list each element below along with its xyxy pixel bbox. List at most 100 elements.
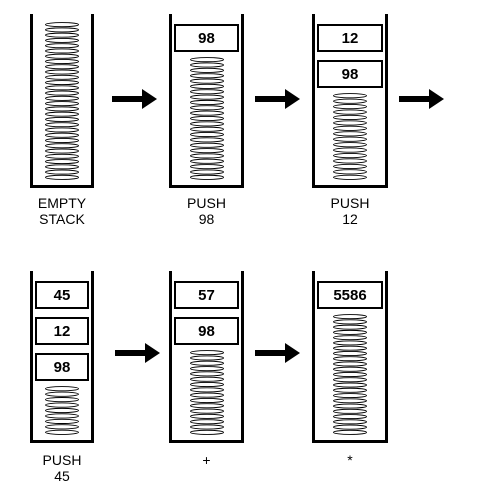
spring-loop <box>189 387 224 393</box>
spring-coil <box>189 350 224 435</box>
spring-loop <box>45 122 79 128</box>
stack-container <box>30 14 94 188</box>
spring-loop <box>45 391 79 397</box>
spring-loop <box>333 356 367 362</box>
spring-loop <box>45 148 79 154</box>
spring-loop <box>189 62 224 68</box>
spring-loop <box>45 74 79 80</box>
spring-loop <box>45 43 79 49</box>
spring-loop <box>45 64 79 70</box>
spring-loop <box>333 324 367 330</box>
spring-loop <box>189 73 224 79</box>
arrow-icon <box>115 343 160 363</box>
stack-container: 98 <box>169 14 244 188</box>
arrow-icon <box>255 343 300 363</box>
spring-loop <box>189 376 224 382</box>
stack-value-box: 12 <box>35 317 89 345</box>
spring-loop <box>189 408 224 414</box>
spring-loop <box>189 419 224 425</box>
spring-loop <box>189 83 224 89</box>
stack-left-wall <box>312 271 315 443</box>
spring-loop <box>45 402 79 408</box>
spring-loop <box>189 142 224 148</box>
spring-loop <box>45 159 79 165</box>
spring-loop <box>45 101 79 107</box>
arrow-icon <box>112 89 157 109</box>
stack-floor <box>30 440 94 443</box>
spring-loop <box>189 382 224 388</box>
spring-loop <box>333 152 367 159</box>
spring-loop <box>189 67 224 73</box>
spring-loop <box>45 37 79 43</box>
spring-loop <box>45 85 79 91</box>
spring-loop <box>189 174 224 180</box>
stack-floor <box>312 440 388 443</box>
spring-loop <box>333 424 367 430</box>
spring-loop <box>45 59 79 64</box>
stack-left-wall <box>312 14 315 188</box>
stack-container: 45 12 98 <box>30 271 94 443</box>
spring-loop <box>189 89 224 95</box>
stack-value-box: 98 <box>35 353 89 381</box>
spring-loop <box>333 174 367 180</box>
stack-value-box: 12 <box>317 24 383 52</box>
spring-loop <box>45 80 79 86</box>
stack-caption: + <box>154 452 259 468</box>
caption-line: PUSH <box>42 452 82 468</box>
spring-loop <box>45 174 79 180</box>
spring-loop <box>189 424 224 430</box>
stack-floor <box>30 185 94 188</box>
spring-loop <box>189 94 224 100</box>
spring-coil <box>333 93 367 180</box>
spring-loop <box>333 340 367 346</box>
stack-right-wall <box>241 14 244 188</box>
caption-line: 45 <box>54 468 70 484</box>
stack-value-box: 45 <box>35 281 89 309</box>
spring-loop <box>189 121 224 127</box>
spring-loop <box>333 429 367 435</box>
spring-loop <box>333 104 367 110</box>
stack-left-wall <box>30 14 33 188</box>
spring-loop <box>189 350 224 356</box>
spring-loop <box>189 110 224 116</box>
spring-loop <box>189 429 224 435</box>
spring-loop <box>189 137 224 143</box>
spring-loop <box>333 382 367 388</box>
spring-loop <box>333 158 367 164</box>
spring-loop <box>333 393 367 399</box>
spring-loop <box>333 163 367 169</box>
stack-right-wall <box>385 271 388 443</box>
spring-loop <box>333 120 367 126</box>
spring-loop <box>45 386 79 392</box>
spring-loop <box>333 114 367 121</box>
spring-loop <box>189 115 224 122</box>
spring-loop <box>45 106 79 112</box>
spring-loop <box>333 125 367 131</box>
spring-loop <box>45 53 79 59</box>
spring-coil <box>45 22 79 180</box>
spring-loop <box>45 127 79 133</box>
spring-loop <box>333 419 367 425</box>
arrow-icon <box>399 89 444 109</box>
stack-right-wall <box>91 271 94 443</box>
spring-coil <box>189 57 224 180</box>
spring-loop <box>45 95 79 101</box>
spring-loop <box>333 345 367 351</box>
spring-loop <box>45 116 79 122</box>
stack-value-box: 98 <box>317 60 383 88</box>
spring-loop <box>333 169 367 175</box>
spring-loop <box>333 403 367 409</box>
spring-loop <box>45 138 79 143</box>
spring-loop <box>189 164 224 170</box>
spring-loop <box>333 136 367 142</box>
spring-loop <box>189 360 224 366</box>
spring-loop <box>45 407 79 414</box>
caption-line: EMPTY <box>37 195 87 211</box>
spring-loop <box>189 392 224 398</box>
spring-loop <box>189 126 224 132</box>
stack-left-wall <box>30 271 33 443</box>
spring-loop <box>333 131 367 137</box>
